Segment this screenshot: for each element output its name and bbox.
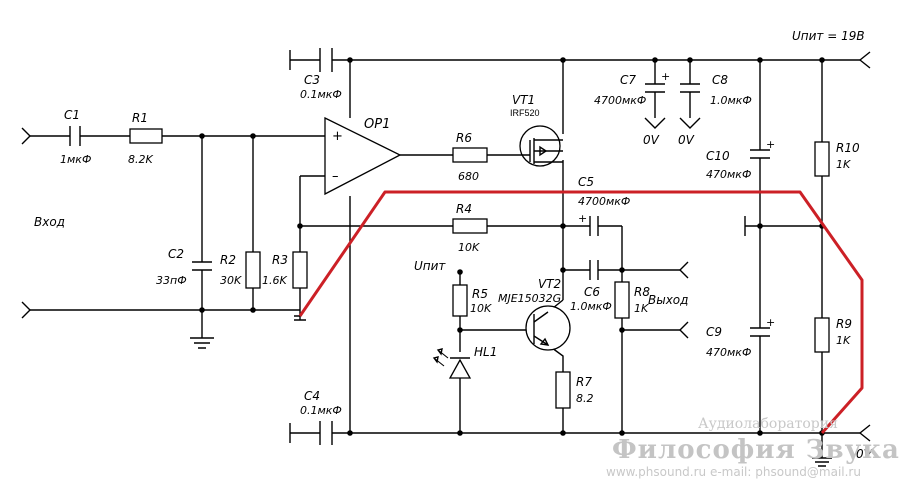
resistor-r1 xyxy=(129,128,163,144)
label-c5-plus: + xyxy=(578,212,587,225)
component-labels: C1 1мкФ R1 8.2K C2 33пФ R2 30K R3 1.6K C… xyxy=(34,29,873,461)
highlight-path xyxy=(298,190,864,434)
resistor-r6 xyxy=(452,147,488,163)
label-c6-ref: C6 xyxy=(584,285,600,299)
label-c9-ref: C9 xyxy=(706,325,722,339)
opamp-op1: + – xyxy=(324,116,402,196)
capacitor-c7 xyxy=(645,83,665,93)
resistor-r7 xyxy=(555,371,571,409)
label-c10-value: 470мкФ xyxy=(706,168,751,181)
label-c9-plus: + xyxy=(766,316,775,329)
resistor-r8 xyxy=(614,281,630,319)
label-r9-ref: R9 xyxy=(836,317,852,331)
label-c9-value: 470мкФ xyxy=(706,346,751,359)
resistor-r2 xyxy=(245,251,261,289)
capacitor-c3 xyxy=(319,48,333,72)
label-c7-gnd: 0V xyxy=(643,133,660,147)
label-c3-ref: C3 xyxy=(304,73,320,87)
label-c3-value: 0.1мкФ xyxy=(300,88,342,101)
label-vt2-value: MJE15032G xyxy=(498,292,561,305)
label-r5-ref: R5 xyxy=(472,287,488,301)
label-r2-ref: R2 xyxy=(220,253,236,267)
wires xyxy=(21,50,871,467)
label-r10-ref: R10 xyxy=(836,141,860,155)
watermark-line1: Аудиолаборатория xyxy=(698,416,838,432)
label-upit: Uпит xyxy=(414,259,446,273)
label-vt2-ref: VT2 xyxy=(538,277,561,291)
opamp-plus-sign: + xyxy=(332,129,343,144)
label-input: Вход xyxy=(34,215,65,229)
capacitor-c8 xyxy=(680,83,700,93)
label-r8-value: 1K xyxy=(634,302,649,315)
label-c8-value: 1.0мкФ xyxy=(710,94,752,107)
label-r7-ref: R7 xyxy=(576,375,592,389)
mosfet-vt1 xyxy=(519,125,563,167)
watermark-line2: Философия Звука xyxy=(612,435,900,465)
capacitor-c2 xyxy=(192,261,212,271)
label-c6-value: 1.0мкФ xyxy=(570,300,612,313)
label-c8-ref: C8 xyxy=(712,73,728,87)
label-ground-0v: 0V xyxy=(856,447,873,461)
opamp-minus-sign: – xyxy=(332,169,339,184)
label-c5-ref: C5 xyxy=(578,175,594,189)
label-r2-value: 30K xyxy=(220,274,242,287)
label-c8-gnd: 0V xyxy=(678,133,695,147)
label-hl1-ref: HL1 xyxy=(474,345,497,359)
label-r8-ref: R8 xyxy=(634,285,650,299)
label-c1-value: 1мкФ xyxy=(60,153,91,166)
label-c2-value: 33пФ xyxy=(156,274,187,287)
label-r3-value: 1.6K xyxy=(262,274,287,287)
capacitor-c5 xyxy=(589,216,599,236)
resistor-r10 xyxy=(814,141,830,177)
capacitor-c10 xyxy=(750,149,770,159)
label-c10-plus: + xyxy=(766,138,775,151)
label-r4-ref: R4 xyxy=(456,202,472,216)
label-c7-plus: + xyxy=(661,70,670,83)
label-r1-ref: R1 xyxy=(132,111,148,125)
label-c1-ref: C1 xyxy=(64,108,80,122)
capacitor-c4 xyxy=(319,421,333,445)
label-c4-value: 0.1мкФ xyxy=(300,404,342,417)
transistor-vt2 xyxy=(525,305,571,351)
label-c5-value: 4700мкФ xyxy=(578,195,630,208)
resistor-r3 xyxy=(292,251,308,289)
watermark-line3: www.phsound.ru e-mail: phsound@mail.ru xyxy=(606,465,861,479)
label-r5-value: 10K xyxy=(470,302,492,315)
label-supply: Uпит = 19В xyxy=(792,29,865,43)
label-r10-value: 1K xyxy=(836,158,851,171)
label-c10-ref: C10 xyxy=(706,149,730,163)
resistor-r4 xyxy=(452,218,488,234)
junction-dots xyxy=(199,57,825,436)
label-r1-value: 8.2K xyxy=(128,153,153,166)
capacitor-c1 xyxy=(69,126,81,146)
label-c7-value: 4700мкФ xyxy=(594,94,646,107)
watermark: Аудиолаборатория Философия Звука www.phs… xyxy=(606,416,900,479)
label-op1: OP1 xyxy=(364,117,390,132)
label-c4-ref: C4 xyxy=(304,389,320,403)
resistor-r9 xyxy=(814,317,830,353)
label-r6-value: 680 xyxy=(458,170,479,183)
label-vt1-ref: VT1 xyxy=(512,93,535,107)
label-vt1-value: IRF520 xyxy=(510,108,540,118)
label-c7-ref: C7 xyxy=(620,73,636,87)
label-r7-value: 8.2 xyxy=(576,392,594,405)
label-r9-value: 1K xyxy=(836,334,851,347)
label-r6-ref: R6 xyxy=(456,131,472,145)
led-hl1 xyxy=(432,348,472,379)
resistor-r5 xyxy=(452,284,468,317)
label-output: Выход xyxy=(648,293,688,307)
label-r4-value: 10K xyxy=(458,241,480,254)
label-r3-ref: R3 xyxy=(272,253,288,267)
capacitor-c9 xyxy=(750,327,770,337)
capacitor-c6 xyxy=(589,260,599,280)
label-c2-ref: C2 xyxy=(168,247,184,261)
